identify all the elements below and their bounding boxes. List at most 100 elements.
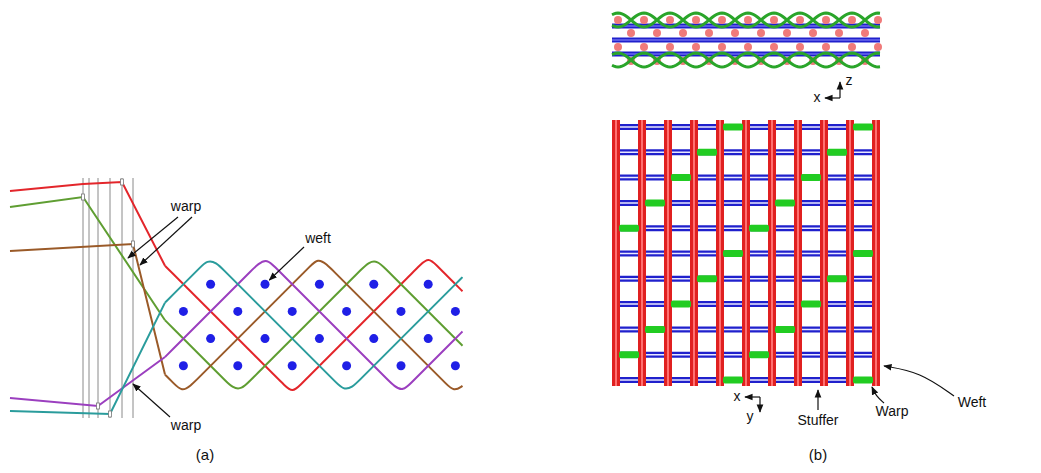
- weft-dot: [627, 29, 635, 37]
- warp-yarn: [612, 53, 880, 67]
- panel-label: (b): [809, 447, 827, 464]
- weft-dot: [206, 334, 215, 343]
- warp-yarn: [853, 124, 873, 131]
- weft-dot: [796, 43, 804, 51]
- weft-dot: [705, 29, 713, 37]
- axis-label: x: [734, 389, 741, 404]
- weft-highlight: [641, 120, 643, 386]
- warp-yarn: [853, 250, 873, 257]
- weft-highlight: [797, 120, 799, 386]
- weft-yarn: [794, 120, 802, 386]
- heddle-eye: [109, 411, 112, 417]
- weft-yarn: [716, 120, 724, 386]
- warp-yarns: [10, 179, 463, 417]
- weft-yarn: [690, 120, 698, 386]
- weft-yarn: [612, 120, 620, 386]
- heddle-eye: [121, 179, 124, 185]
- weft-highlight: [849, 120, 851, 386]
- warp-yarn: [749, 351, 769, 358]
- warp-yarn: [697, 275, 717, 282]
- weft-highlight: [693, 120, 695, 386]
- weft-dot: [731, 29, 739, 37]
- weft-highlight: [719, 120, 721, 386]
- weft-dot: [451, 361, 460, 370]
- leader-arrow: [817, 390, 818, 410]
- warp-yarn: [165, 261, 463, 388]
- weft-dot: [666, 16, 674, 24]
- weft-dot: [233, 307, 242, 316]
- axis-label: y: [747, 409, 754, 424]
- heddle-eye: [132, 241, 135, 247]
- warp-yarn: [723, 250, 743, 257]
- leader-arrow: [839, 82, 840, 98]
- weft-dot: [796, 16, 804, 24]
- weft-dot: [179, 361, 188, 370]
- yarn-label: Warp: [876, 404, 909, 419]
- weft-dot: [874, 43, 882, 51]
- warp-yarn: [619, 225, 639, 232]
- warp-yarn: [619, 351, 639, 358]
- weft-dot: [848, 16, 856, 24]
- weft-dot: [822, 43, 830, 51]
- warp-yarn: [749, 225, 769, 232]
- warp-yarn: [801, 174, 821, 181]
- axis-label: z: [846, 73, 853, 88]
- warp-yarn: [723, 124, 743, 131]
- leader-arrow: [140, 217, 192, 265]
- heddle-line: [98, 178, 99, 418]
- weft-dot: [718, 16, 726, 24]
- weft-dot: [369, 280, 378, 289]
- weft-dot: [206, 280, 215, 289]
- yarn-label: Stuffer: [798, 413, 839, 428]
- warp-yarn: [165, 260, 463, 390]
- heddle-line: [133, 178, 134, 418]
- weft-yarn: [872, 120, 880, 386]
- weft-highlight: [667, 120, 669, 386]
- stuffer-highlight: [612, 40, 880, 41]
- panel-label: (a): [196, 447, 214, 464]
- weft-dot: [614, 16, 622, 24]
- warp-yarn: [723, 377, 743, 384]
- weft-dot: [369, 334, 378, 343]
- leader-arrow: [884, 366, 954, 396]
- weft-dot: [861, 29, 869, 37]
- warp-yarn: [645, 199, 665, 206]
- weft-dot: [653, 29, 661, 37]
- weft-yarn: [768, 120, 776, 386]
- weft-dot: [692, 16, 700, 24]
- leader-arrow: [133, 384, 170, 417]
- cross-section: [612, 13, 882, 67]
- weft-dot: [261, 280, 270, 289]
- stuffer-yarn: [612, 38, 880, 43]
- yarn-label: warp: [171, 418, 201, 433]
- leader-arrow: [745, 396, 760, 397]
- top-view-grid: [612, 120, 880, 386]
- weft-dot: [315, 334, 324, 343]
- weft-dot: [397, 361, 406, 370]
- weft-dot: [757, 29, 765, 37]
- weft-dot: [424, 334, 433, 343]
- warp-yarn: [801, 301, 821, 308]
- leader-arrow: [825, 97, 840, 98]
- weft-dot: [718, 43, 726, 51]
- weft-dot: [822, 16, 830, 24]
- weft-dot: [397, 307, 406, 316]
- weft-dot: [315, 280, 324, 289]
- leader-arrow: [872, 387, 884, 403]
- heddle-line: [110, 178, 111, 418]
- warp-yarn: [612, 53, 880, 67]
- weft-dot: [770, 43, 778, 51]
- warp-yarn: [10, 357, 165, 406]
- weft-dot: [809, 29, 817, 37]
- warp-yarn: [671, 301, 691, 308]
- weft-dot: [233, 361, 242, 370]
- weft-dot: [179, 307, 188, 316]
- warp-yarn: [165, 261, 463, 390]
- weft-dots: [179, 280, 460, 371]
- weft-yarn: [742, 120, 750, 386]
- warp-yarn: [165, 262, 463, 389]
- warp-yarn: [775, 199, 795, 206]
- weft-dot: [848, 43, 856, 51]
